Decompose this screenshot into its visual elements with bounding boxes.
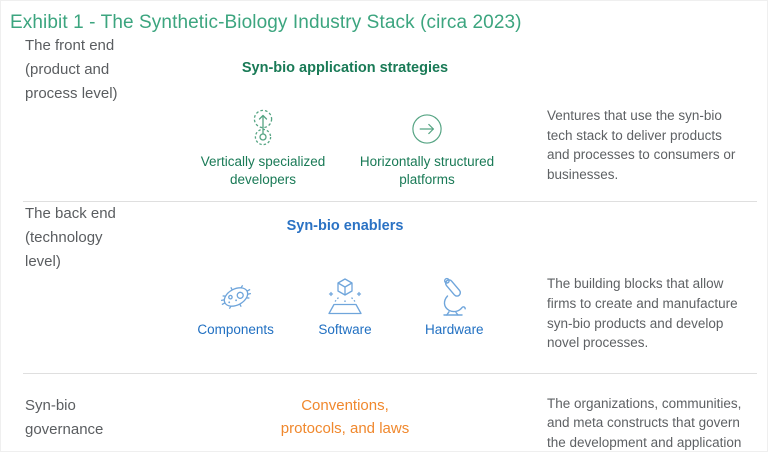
item-vertically-specialized-developers: Vertically specialized developers bbox=[181, 106, 345, 189]
section-heading-enablers: Syn-bio enablers bbox=[286, 218, 404, 235]
item-label: Software bbox=[318, 322, 372, 338]
row-label-back-end: The back end (technology level) bbox=[25, 205, 116, 271]
section-governance: Syn-bio governance Conventions, protocol… bbox=[1, 394, 767, 451]
divider bbox=[23, 201, 757, 203]
item-horizontally-structured-platforms: Horizontally structured platforms bbox=[345, 106, 509, 189]
stacked-gears-up-arrow-icon bbox=[243, 106, 283, 150]
item-label: Horizontally structured platforms bbox=[359, 154, 495, 188]
front-end-description: Ventures that use the syn-bio tech stack… bbox=[547, 108, 736, 182]
item-label: Vertically specialized developers bbox=[200, 154, 326, 188]
microbe-icon bbox=[213, 274, 259, 318]
section-back-end: Syn-bio enablers The back end (technolog… bbox=[1, 202, 767, 352]
item-label: Components bbox=[197, 322, 274, 338]
front-end-items: Vertically specialized developers Horizo… bbox=[181, 106, 539, 189]
hologram-cube-icon bbox=[321, 274, 369, 318]
row-label-governance: Syn-bio governance bbox=[25, 396, 104, 438]
divider bbox=[23, 372, 757, 374]
microscope-icon bbox=[432, 274, 476, 318]
item-label: Hardware bbox=[425, 322, 484, 338]
item-components: Components bbox=[181, 274, 290, 352]
governance-description: The organizations, communities, and meta… bbox=[547, 395, 742, 450]
section-front-end: Syn-bio application strategies The front… bbox=[1, 34, 767, 189]
governance-center-text: Conventions, protocols, and laws bbox=[280, 396, 410, 437]
circle-right-arrow-icon bbox=[407, 106, 447, 150]
section-heading-application-strategies: Syn-bio application strategies bbox=[241, 60, 449, 76]
item-hardware: Hardware bbox=[400, 274, 509, 352]
back-end-description: The building blocks that allow firms to … bbox=[547, 276, 738, 351]
back-end-items: Components bbox=[181, 274, 539, 352]
exhibit-title: Exhibit 1 - The Synthetic-Biology Indust… bbox=[10, 12, 522, 33]
item-software: Software bbox=[290, 274, 399, 352]
row-label-front-end: The front end (product and process level… bbox=[25, 37, 118, 102]
